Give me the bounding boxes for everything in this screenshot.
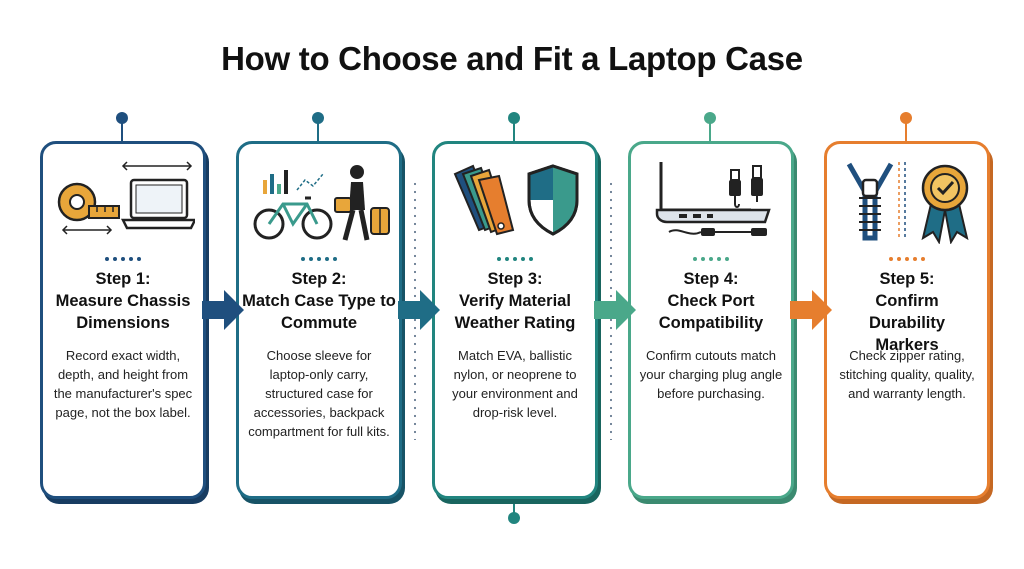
bicycle-icon [253,196,333,240]
step-4-illustration [655,162,771,236]
page-title: How to Choose and Fit a Laptop Case [221,40,803,77]
connector-pin [312,112,324,142]
step-title: Verify Material Weather Rating [454,292,576,332]
step-number: Step 3: [487,270,543,288]
bar-chart-icon [263,170,324,194]
laptop-ports-icon [655,162,771,224]
step-description: Match EVA, ballistic nylon, or neoprene … [452,348,578,420]
step-description: Confirm cutouts match your charging plug… [639,348,783,401]
connector-pin [508,496,520,524]
dot-separator [827,248,987,266]
connector-pin [900,112,912,142]
dot-separator [239,248,399,266]
step-title: Check Port Compatibility [658,292,764,332]
step-card-3: Step 3: Verify Material Weather Rating M… [432,141,598,499]
step-1-illustration [57,161,195,235]
step-number: Step 1: [95,270,151,288]
fabric-swatches-icon [453,164,515,236]
step-heading: Step 1: Measure Chassis Dimensions [43,268,203,334]
connector-pin [508,112,520,142]
step-number: Step 4: [683,270,739,288]
step-heading: Step 2: Match Case Type to Commute [239,268,399,334]
arrow-right-icon [398,290,440,330]
step-number: Step 5: [879,270,935,288]
arrow-right-icon [790,290,832,330]
step-description: Choose sleeve for laptop-only carry, str… [248,348,390,439]
step-title: Match Case Type to Commute [242,292,396,332]
arrow-right-icon [594,290,636,330]
dot-separator [631,248,791,266]
arrow-right-icon [202,290,244,330]
step-card-4: Step 4: Check Port Compatibility Confirm… [628,141,794,499]
commuter-icon [334,165,390,241]
usb-plug-icon [668,165,767,236]
shield-icon [527,164,579,236]
award-badge-icon [921,164,969,244]
tape-measure-icon [57,182,120,222]
step-3-illustration [453,164,579,236]
step-card-1: Step 1: Measure Chassis Dimensions Recor… [40,141,206,499]
step-number: Step 2: [291,270,347,288]
step-heading: Step 4: Check Port Compatibility [631,268,791,334]
step-title: Measure Chassis Dimensions [55,292,191,332]
laptop-icon [120,178,195,230]
width-arrow-icon [61,161,193,235]
step-heading: Step 5: Confirm Durability Markers [827,268,987,356]
step-card-5: Step 5: Confirm Durability Markers Check… [824,141,990,499]
step-5-illustration [846,162,969,244]
connector-pin [704,112,716,142]
step-description: Record exact width, depth, and height fr… [53,348,193,420]
dot-separator [43,248,203,266]
step-2-illustration [253,165,390,241]
step-description: Check zipper rating, stitching quality, … [839,348,975,401]
step-card-2: Step 2: Match Case Type to Commute Choos… [236,141,402,499]
step-title: Confirm Durability Markers [868,292,946,354]
connector-pin [116,112,128,142]
zipper-icon [846,162,906,241]
step-heading: Step 3: Verify Material Weather Rating [435,268,595,334]
dot-separator [435,248,595,266]
